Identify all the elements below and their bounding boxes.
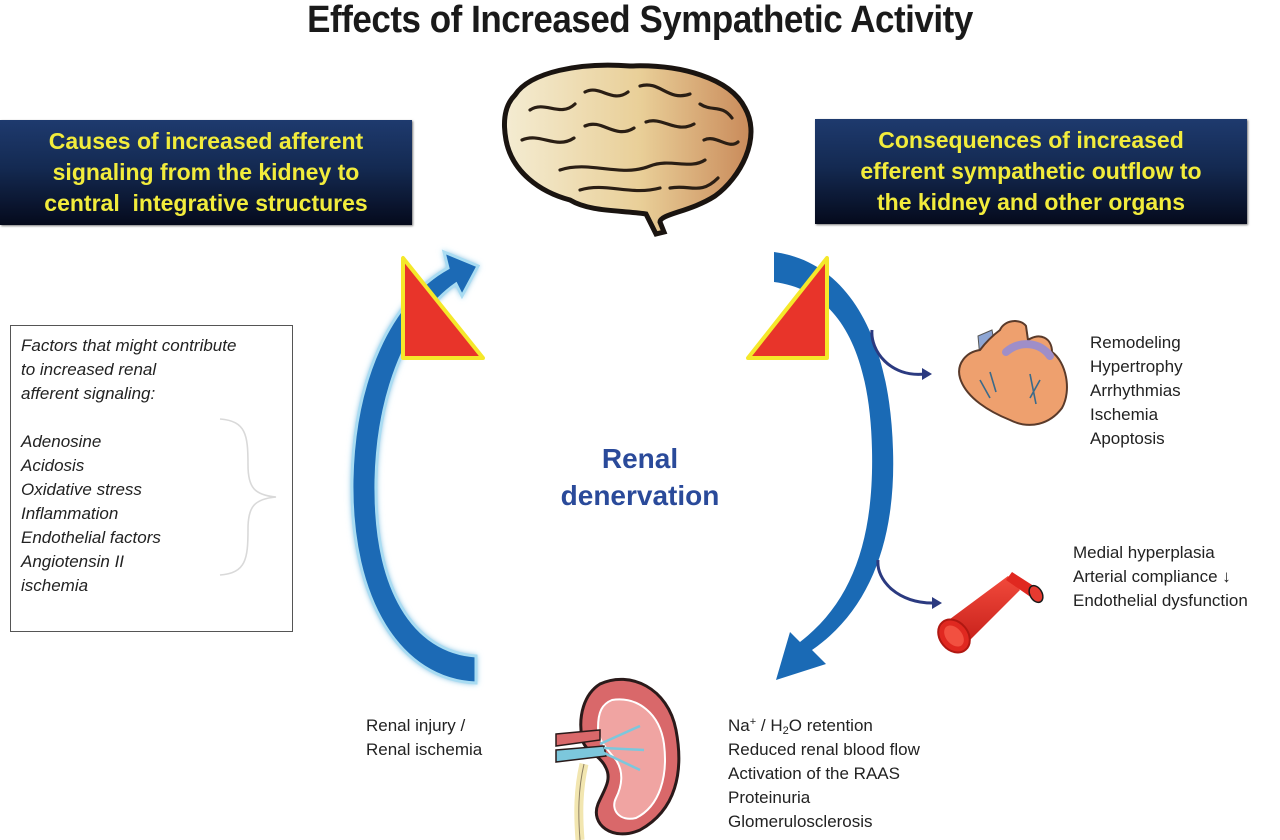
factors-intro-line: afferent signaling:: [21, 384, 156, 403]
red-triangle-left: [401, 256, 485, 360]
heart-effect: Apoptosis: [1090, 429, 1165, 448]
kidney-effect: Proteinuria: [728, 788, 811, 807]
factor-item: Endothelial factors: [21, 528, 161, 547]
heart-effect: Remodeling: [1090, 333, 1181, 352]
na-charge: +: [749, 716, 757, 728]
factor-item: Oxidative stress: [21, 480, 142, 499]
header-line: signaling from the kidney to: [52, 159, 360, 185]
renal-injury-label: Renal injury / Renal ischemia: [366, 714, 482, 762]
kidney-effects-list: Na+ / H2O retention Reduced renal blood …: [728, 714, 920, 834]
header-line: the kidney and other organs: [877, 189, 1185, 215]
header-line: central integrative structures: [44, 190, 368, 216]
h2-subscript: 2: [782, 725, 789, 737]
vessel-effect: Endothelial dysfunction: [1073, 591, 1248, 610]
vessel-effect: Arterial compliance ↓: [1073, 567, 1231, 586]
h-text: / H: [756, 716, 783, 735]
kidney-effect: Reduced renal blood flow: [728, 740, 920, 759]
heart-icon: [958, 320, 1068, 426]
header-line: Consequences of increased: [878, 127, 1184, 153]
na-text: Na: [728, 716, 750, 735]
header-line: efferent sympathetic outflow to: [860, 158, 1202, 184]
efferent-arrow: [774, 252, 894, 680]
heart-effect: Arrhythmias: [1090, 381, 1181, 400]
kidney-icon: [555, 677, 681, 840]
factor-item: ischemia: [21, 576, 89, 595]
kidney-effect: Activation of the RAAS: [728, 764, 900, 783]
renal-injury-line: Renal injury /: [366, 716, 466, 735]
factor-item: Angiotensin II: [21, 552, 125, 571]
kidney-effect-sodium-water: Na+ / H2O retention: [728, 714, 920, 738]
factor-item: Acidosis: [21, 456, 85, 475]
afferent-factors-box: Factors that might contribute to increas…: [10, 325, 293, 632]
artery-icon: [937, 572, 1044, 654]
heart-branch-arrow: [870, 329, 932, 380]
heart-effect: Hypertrophy: [1090, 357, 1183, 376]
heart-effect: Ischemia: [1090, 405, 1159, 424]
center-label-line: Renal: [601, 443, 679, 474]
renal-denervation-label: Renal denervation: [540, 440, 740, 514]
efferent-consequences-header: Consequences of increased efferent sympa…: [815, 119, 1247, 224]
header-line: Causes of increased afferent: [48, 128, 364, 154]
kidney-effect: Glomerulosclerosis: [728, 812, 873, 831]
factors-intro-line: Factors that might contribute: [21, 336, 237, 355]
diagram-title: Effects of Increased Sympathetic Activit…: [307, 0, 973, 41]
factors-intro-line: to increased renal: [21, 360, 157, 379]
brain-icon: [501, 62, 754, 237]
vessel-effect: Medial hyperplasia: [1073, 543, 1215, 562]
curly-brace-icon: [219, 418, 277, 576]
retention-text: O retention: [788, 716, 873, 735]
afferent-arrow: [350, 249, 481, 685]
red-triangle-right: [746, 256, 829, 360]
factor-item: Adenosine: [21, 432, 102, 451]
heart-effects-list: Remodeling Hypertrophy Arrhythmias Ische…: [1090, 331, 1183, 451]
vessel-effects-list: Medial hyperplasia Arterial compliance ↓…: [1073, 541, 1248, 613]
center-label-line: denervation: [560, 480, 720, 511]
afferent-causes-header: Causes of increased afferent signaling f…: [0, 120, 412, 225]
vessel-branch-arrow: [876, 559, 942, 609]
renal-injury-line: Renal ischemia: [366, 740, 483, 759]
factor-item: Inflammation: [21, 504, 119, 523]
